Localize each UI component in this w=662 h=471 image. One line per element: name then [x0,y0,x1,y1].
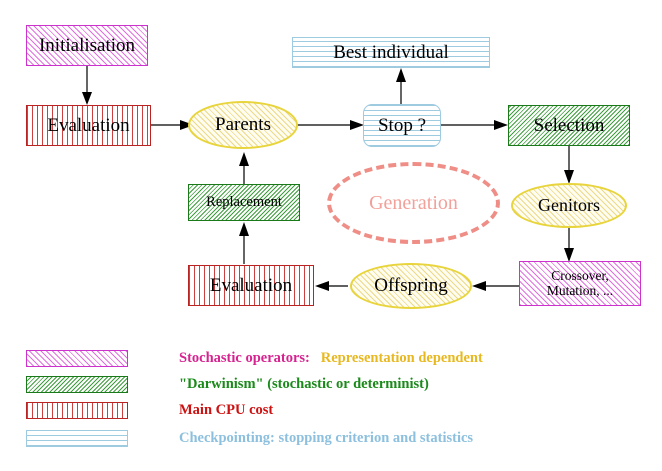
node-evaluation-bottom[interactable]: Evaluation [188,265,314,306]
legend-primary-text: Stochastic operators: [179,349,310,366]
node-parents-label: Parents [215,114,271,135]
legend-label-checkpointing: Checkpointing: stopping criterion and st… [150,413,473,464]
legend: Stochastic operators: Representation dep… [0,340,662,471]
annotation-generation-cycle: Generation [327,162,500,244]
legend-row: "Darwinism" (stochastic or determinist) [26,373,429,395]
legend-label-darwinism: "Darwinism" (stochastic or determinist) [150,359,429,410]
legend-row: Main CPU cost [26,399,273,421]
connector-layer [82,66,574,291]
legend-label-main-cpu-cost: Main CPU cost [150,385,273,436]
node-initialisation[interactable]: Initialisation [26,25,148,66]
node-parents[interactable]: Parents [188,101,298,149]
node-stop[interactable]: Stop ? [363,104,441,147]
node-evaluation-top[interactable]: Evaluation [26,105,151,146]
legend-label-stochastic-operators: Stochastic operators: Representation dep… [150,333,483,384]
legend-primary-text: Checkpointing: stopping criterion and st… [179,429,474,446]
legend-row: Stochastic operators: Representation dep… [26,347,483,369]
legend-swatch-main-cpu-cost [26,401,128,419]
legend-primary-text: Main CPU cost [179,401,274,418]
node-replacement[interactable]: Replacement [188,184,300,221]
legend-row: Checkpointing: stopping criterion and st… [26,427,473,449]
node-crossover-mutation[interactable]: Crossover, Mutation, ... [519,261,641,306]
legend-swatch-darwinism [26,375,128,393]
node-offspring-label: Offspring [374,275,448,296]
legend-secondary-text: Representation dependent [320,349,483,366]
node-genitors-label: Genitors [538,195,600,215]
node-initialisation-label: Initialisation [38,34,136,56]
node-evaluation-bottom-label: Evaluation [209,274,293,296]
node-selection-label: Selection [533,114,605,136]
legend-swatch-checkpointing [26,429,128,447]
node-genitors[interactable]: Genitors [511,183,627,228]
node-offspring[interactable]: Offspring [350,263,472,309]
annotation-generation-label: Generation [369,191,458,214]
node-evaluation-top-label: Evaluation [47,114,130,136]
node-crossover-mutation-label: Crossover, Mutation, ... [546,268,614,298]
node-best-individual[interactable]: Best individual [292,37,490,68]
node-selection[interactable]: Selection [508,105,630,146]
legend-primary-text: "Darwinism" (stochastic or determinist) [179,375,429,392]
node-stop-label: Stop ? [377,114,427,136]
node-replacement-label: Replacement [206,193,282,210]
node-best-individual-label: Best individual [333,41,449,63]
legend-swatch-stochastic-operators [26,349,128,367]
